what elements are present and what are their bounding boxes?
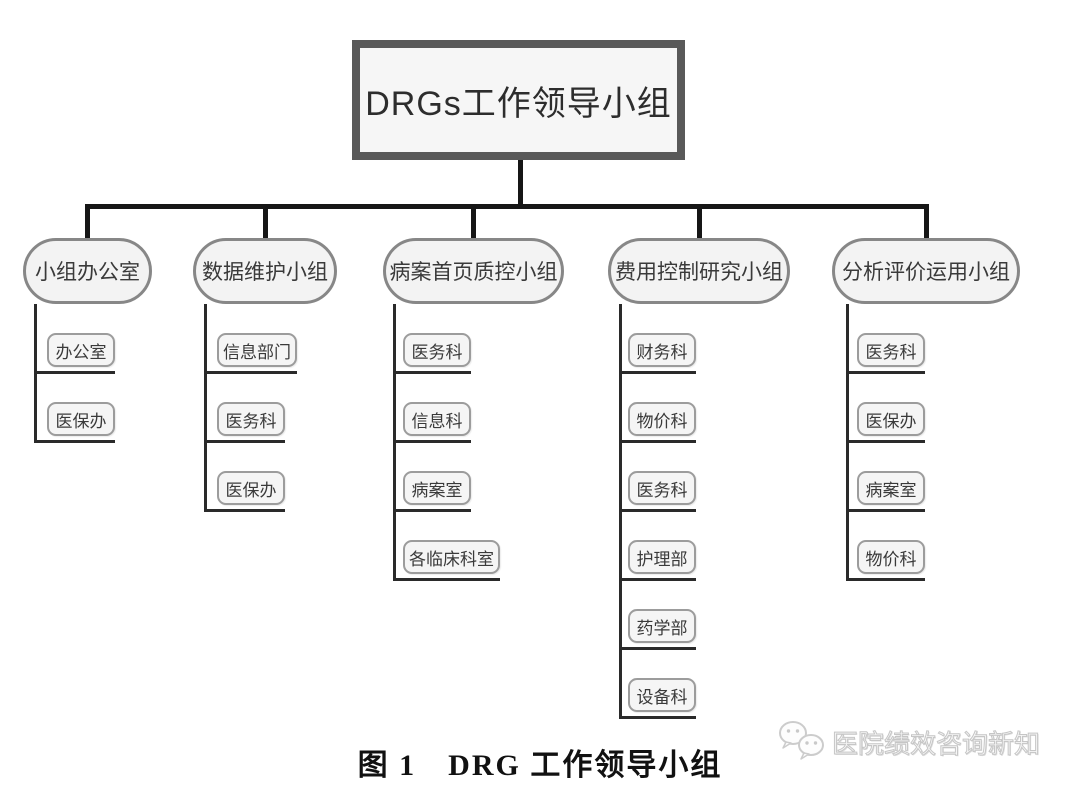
group-pill-2: 数据维护小组 [193,238,337,304]
child-box: 护理部 [628,540,696,574]
child-box: 信息科 [403,402,471,436]
child-shelf-line [619,371,696,374]
child-box: 物价科 [857,540,925,574]
child-shelf-line [619,716,696,719]
connector-root-vertical [518,160,523,209]
child-box: 物价科 [628,402,696,436]
child-box: 药学部 [628,609,696,643]
child-shelf-line [846,578,925,581]
child-shelf-line [619,578,696,581]
child-box: 医保办 [857,402,925,436]
child-box: 医保办 [47,402,115,436]
child-box: 财务科 [628,333,696,367]
child-box: 各临床科室 [403,540,500,574]
group-pill-1: 小组办公室 [23,238,152,304]
connector-stub-group-5 [923,204,929,240]
wechat-icon [779,721,824,760]
connector-stub-group-4 [696,204,702,240]
connector-stub-group-3 [471,204,476,240]
child-shelf-line [393,371,471,374]
child-shelf-line [846,509,925,512]
child-shelf-line [204,509,285,512]
child-box: 医务科 [628,471,696,505]
child-shelf-line [204,440,285,443]
child-shelf-line [846,440,925,443]
child-box: 信息部门 [217,333,297,367]
connector-horizontal-bar [85,204,929,209]
child-box: 病案室 [857,471,925,505]
child-shelf-line [34,440,115,443]
group-pill-5: 分析评价运用小组 [832,238,1020,304]
child-shelf-line [204,371,297,374]
child-shelf-line [619,647,696,650]
child-box: 医务科 [857,333,925,367]
group-pill-4: 费用控制研究小组 [608,238,790,304]
child-shelf-line [619,509,696,512]
watermark-text: 医院绩效咨询新知 [831,728,1041,759]
figure-caption: 图 1 DRG 工作领导小组 [357,749,723,782]
child-shelf-line [393,440,471,443]
child-box: 医保办 [217,471,285,505]
connector-stub-group-2 [262,204,268,240]
child-shelf-line [34,371,115,374]
child-shelf-line [619,440,696,443]
root-box: DRGs工作领导小组 [352,40,685,160]
group-pill-3: 病案首页质控小组 [383,238,564,304]
connector-stub-group-1 [85,204,90,240]
child-box: 办公室 [47,333,115,367]
group-spine-2 [204,304,207,512]
child-box: 病案室 [403,471,471,505]
child-box: 医务科 [217,402,285,436]
child-box: 医务科 [403,333,471,367]
child-box: 设备科 [628,678,696,712]
child-shelf-line [393,578,500,581]
child-shelf-line [393,509,471,512]
watermark: 医院绩效咨询新知 [778,720,1041,764]
child-shelf-line [846,371,925,374]
